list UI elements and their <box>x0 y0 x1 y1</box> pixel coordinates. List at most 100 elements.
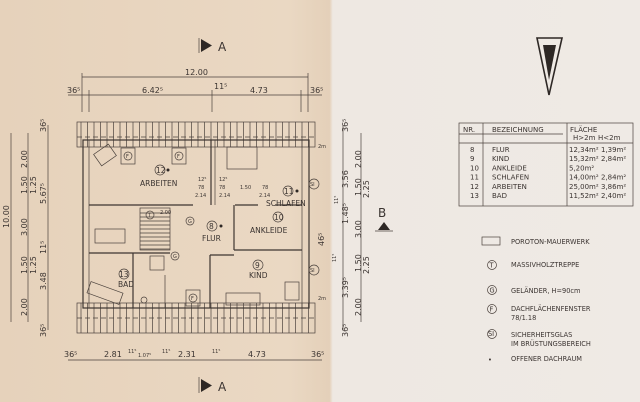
right-dimensions: 2.00 1.50 2.25 3.00 1.50 2.25 2.00 36⁵ 3… <box>317 119 371 337</box>
legend-symbol: T <box>489 262 495 270</box>
room-arbeiten: 12 ARBEITEN <box>140 164 177 188</box>
section-b-label: B <box>378 206 386 220</box>
drawing-label: MASSIVHOLZTREPPE <box>511 261 579 269</box>
bottom-dimensions: 36⁵ 2.81 11⁵ 1.07⁵ 11⁵ 2.31 11⁵ 4.73 36⁵ <box>64 349 324 361</box>
dim-bottom: 1.07⁵ <box>138 353 151 359</box>
dim-bottom: 2.81 <box>104 350 122 359</box>
drawing-label: SI <box>310 268 315 274</box>
table-cell-name: BAD <box>492 192 507 200</box>
table-cell-nr: 12 <box>470 183 479 191</box>
table-cell-low: 2,84m² <box>601 155 626 163</box>
dim-top: 11⁵ <box>214 82 227 91</box>
table-cell-low: 2,40m² <box>601 192 626 200</box>
drawing-label: 8 <box>209 222 214 231</box>
walls <box>82 139 310 309</box>
drawing-label: 3.00 <box>20 218 29 236</box>
drawing-label: ARBEITEN <box>140 179 177 188</box>
dim-bottom: 2.31 <box>178 350 196 359</box>
drawing-label: 3.56 <box>341 170 350 188</box>
railing-symbol: G <box>170 251 180 261</box>
dim-bottom: 11⁵ <box>162 349 170 355</box>
table-cell-name: SCHLAFEN <box>492 174 529 182</box>
dim-top: 4.73 <box>250 86 268 95</box>
section-a-label: A <box>218 380 227 394</box>
drawing-label: 3.48 <box>39 272 48 290</box>
table-cell-high: 15,32m² <box>569 155 599 163</box>
drawing-label: 78 <box>262 185 268 191</box>
section-marker-a-top: A <box>198 38 227 54</box>
drawing-label: 36⁵ <box>39 324 48 337</box>
drawing-label: 2.14 <box>195 193 206 199</box>
room-schlafen: 11 SCHLAFEN <box>266 185 306 208</box>
drawing-label: 2.14 <box>259 193 270 199</box>
drawing-label: 5.67⁵ <box>39 183 48 204</box>
north-arrow-icon <box>536 37 564 96</box>
drawing-label: 13 <box>119 270 129 279</box>
dim-bottom: 11⁵ <box>212 349 220 355</box>
drawing-label: 10 <box>274 213 284 222</box>
dim-top: 6.42⁵ <box>142 86 163 95</box>
drawing-label: SICHERHEITSGLAS <box>511 331 572 339</box>
drawing-label: 12⁵ <box>198 177 206 183</box>
room-bad: 13 BAD <box>118 268 134 289</box>
table-cell-high: 12,34m² <box>569 146 599 154</box>
table-cell-low: 1,39m² <box>601 146 626 154</box>
drawing-label: KIND <box>249 271 268 280</box>
dim-top: 36⁵ <box>310 86 323 95</box>
header-name: BEZEICHNUNG <box>492 126 544 134</box>
legend: POROTON-MAUERWERK T MASSIVHOLZTREPPE G G… <box>481 236 591 364</box>
dim-bottom: 4.73 <box>248 350 266 359</box>
drawing-label: FLUR <box>202 234 221 243</box>
table-cell-low: 2,84m² <box>601 174 626 182</box>
roof-window-f: F <box>120 147 136 165</box>
drawing-label: BAD <box>118 280 134 289</box>
table-cell-name: ANKLEIDE <box>492 164 527 172</box>
drawing-label: 46⁵ <box>317 233 326 246</box>
drawing-label: F <box>126 154 129 160</box>
drawing-label: 12⁵ <box>219 177 227 183</box>
drawing-label: SCHLAFEN <box>266 199 306 208</box>
drawing-label: 2.25 <box>362 256 371 274</box>
drawing-label: 1.50 <box>240 185 251 191</box>
drawing-label: 1.25 <box>29 256 38 274</box>
table-cell-nr: 8 <box>470 146 474 154</box>
drawing-label: 1.25 <box>29 176 38 194</box>
room-kind: 9 KIND <box>249 259 268 280</box>
section-marker-a-bottom: A <box>198 377 227 394</box>
dim-bottom: 36⁵ <box>64 350 77 359</box>
legend-symbol: F <box>490 306 494 314</box>
table-cell-nr: 10 <box>470 164 479 172</box>
header-sub-low: H<2m <box>598 134 621 142</box>
drawing-label: 11 <box>284 187 294 196</box>
drawing-label: 11⁵ <box>332 254 338 262</box>
height-2m-label: 2m <box>318 296 326 302</box>
roof-window-f: F <box>171 147 187 165</box>
dim-top-total: 12.00 <box>185 68 208 77</box>
drawing-label: 11⁵ <box>334 196 340 204</box>
drawing-label: POROTON-MAUERWERK <box>511 238 590 246</box>
table-cell-name: FLUR <box>492 146 510 154</box>
roof-window-f: F <box>185 289 201 307</box>
room-flur: 8 FLUR <box>202 220 223 243</box>
drawing-label: 3.39⁵ <box>341 277 350 298</box>
left-dimensions: 10.00 2.00 1.50 1.25 3.00 1.50 1.25 2.00… <box>2 119 49 337</box>
drawing-label: 1.50 <box>20 176 29 194</box>
stair-width-label: 2.00 <box>160 210 171 216</box>
table-cell-nr: 9 <box>470 155 474 163</box>
table-cell-low: 3,86m² <box>601 183 626 191</box>
drawing-label: 9 <box>255 261 260 270</box>
dim-top: 36⁵ <box>67 86 80 95</box>
drawing-label: 78/1.18 <box>511 314 536 322</box>
drawing-label: 2.00 <box>20 298 29 316</box>
drawing-label: 36⁵ <box>39 119 48 132</box>
drawing-label: IM BRÜSTUNGSBEREICH <box>511 339 591 348</box>
table-cell-high: 14,00m² <box>569 174 599 182</box>
drawing-label: 36⁵ <box>341 119 350 132</box>
drawing-label: 1.50 <box>20 256 29 274</box>
table-cell-high: 11,52m² <box>569 192 599 200</box>
dim-bottom: 11⁵ <box>128 349 136 355</box>
